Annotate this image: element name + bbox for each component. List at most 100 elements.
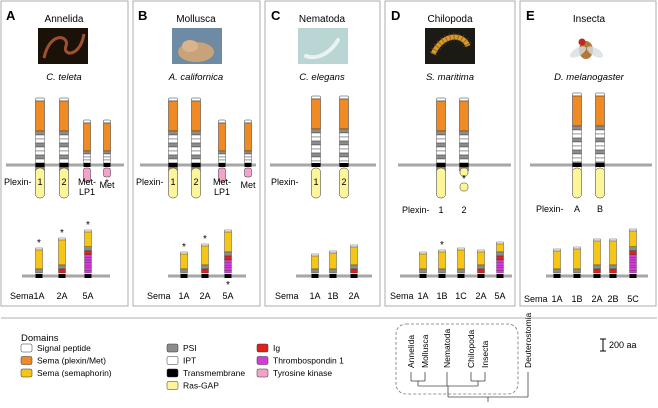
panel-d-plexin-labels: Plexin- 1 2 xyxy=(402,205,467,215)
plexin-label: 1 xyxy=(438,205,443,215)
ipt-domain xyxy=(572,133,582,139)
panel-a-taxon: Annelida xyxy=(45,14,84,25)
panel-e-taxon: Insecta xyxy=(573,14,606,25)
plexin-label: 1 xyxy=(170,177,175,187)
asterisk-marker: * xyxy=(86,220,90,231)
sema-label: 2A xyxy=(199,291,210,301)
psi-domain xyxy=(311,140,321,146)
panel-d: D Chilopoda S. maritima * Plexin- 1 2 * … xyxy=(390,8,512,301)
met-protein: * xyxy=(103,119,111,189)
sema-label: 1B xyxy=(571,294,582,304)
ipt-domain xyxy=(436,158,446,164)
panel-c-species: C. elegans xyxy=(299,72,345,83)
psi-domain xyxy=(59,154,69,160)
sema-semaphorin-domain xyxy=(553,250,561,270)
thrombospondin-domain xyxy=(84,267,92,271)
legend-label: Signal peptide xyxy=(37,343,91,353)
signal-peptide xyxy=(436,97,446,102)
psi-domain xyxy=(35,154,45,160)
psi-domain xyxy=(573,268,581,274)
fly-photo xyxy=(569,38,604,59)
sema-plexin-domain xyxy=(83,122,91,152)
transmembrane-domain xyxy=(572,163,582,167)
plexin-prefix-label: Plexin- xyxy=(136,177,164,187)
ipt-domain xyxy=(168,150,178,156)
ipt-domain xyxy=(35,158,45,164)
panel-e-letter: E xyxy=(526,8,535,23)
ipt-domain xyxy=(218,159,226,164)
panel-e: E Insecta D. melanogaster Plexin- A B Se… xyxy=(524,8,652,304)
sema-label: 1A xyxy=(309,291,320,301)
ras-gap-domain xyxy=(339,167,349,199)
panel-e-species: D. melanogaster xyxy=(554,72,625,83)
transmembrane-domain xyxy=(58,274,66,278)
legend-label: IPT xyxy=(183,356,196,366)
signal-peptide xyxy=(457,247,465,251)
transmembrane-domain xyxy=(573,274,581,278)
semaphorin-protein xyxy=(350,244,358,278)
psi-domain xyxy=(224,251,232,257)
sema-plexin-domain xyxy=(191,100,201,132)
legend-swatch xyxy=(20,368,33,378)
semaphorin-protein: * xyxy=(58,228,66,278)
ipt-domain xyxy=(436,146,446,152)
signal-peptide xyxy=(311,95,321,100)
transmembrane-domain xyxy=(191,163,201,167)
ipt-domain xyxy=(459,146,469,152)
legend-label: Sema (semaphorin) xyxy=(37,368,112,378)
panel-frames xyxy=(0,0,657,307)
plexin-label: 1 xyxy=(37,177,42,187)
thrombospondin-domain xyxy=(84,262,92,266)
transmembrane-domain xyxy=(609,274,617,278)
plexin-protein xyxy=(191,97,201,199)
ipt-domain xyxy=(244,159,252,164)
semaphorin-protein xyxy=(609,238,617,278)
ipt-domain xyxy=(459,158,469,164)
tree-taxon-label: Deuterostomia xyxy=(523,312,533,368)
legend-swatch xyxy=(166,381,179,390)
semaphorin-protein xyxy=(477,249,485,278)
plexin-prefix-label: Plexin- xyxy=(4,177,32,187)
sema-semaphorin-domain xyxy=(573,248,581,270)
ipt-domain xyxy=(572,129,582,135)
thrombospondin-domain xyxy=(496,259,504,263)
ipt-domain xyxy=(103,153,111,158)
legend-label: Ig xyxy=(273,343,280,353)
psi-domain xyxy=(572,125,582,131)
ipt-domain xyxy=(191,158,201,164)
ras-gap-domain xyxy=(168,167,178,199)
thrombospondin-domain xyxy=(629,262,637,266)
ipt-domain xyxy=(311,136,321,142)
sema-semaphorin-domain xyxy=(477,251,485,266)
signal-peptide xyxy=(329,250,337,254)
semaphorin-protein xyxy=(573,246,581,278)
sema-semaphorin-domain xyxy=(350,246,358,266)
thrombospondin-domain xyxy=(629,257,637,261)
ipt-domain xyxy=(191,134,201,140)
sema-label: 1C xyxy=(455,291,467,301)
legend-swatch xyxy=(20,356,33,365)
psi-domain xyxy=(339,128,349,134)
ras-gap-domain xyxy=(459,182,469,192)
transmembrane-domain xyxy=(595,163,605,167)
tree-taxon-label: Insecta xyxy=(480,340,490,368)
ipt-domain xyxy=(339,132,349,138)
ipt-domain xyxy=(339,144,349,150)
sema-semaphorin-domain xyxy=(35,249,43,270)
psi-domain xyxy=(436,130,446,136)
plexin-label: Met- xyxy=(78,177,96,187)
legend-label: Transmembrane xyxy=(183,368,245,378)
asterisk-marker: * xyxy=(440,240,444,251)
sema-label: 2A xyxy=(348,291,359,301)
panel-c-semaphorins xyxy=(296,244,372,278)
plexin-label: 2 xyxy=(193,177,198,187)
plexin-protein xyxy=(35,97,45,199)
signal-peptide xyxy=(572,92,582,97)
psi-domain xyxy=(311,128,321,134)
signal-peptide xyxy=(553,248,561,252)
psi-domain xyxy=(459,154,469,160)
ipt-domain xyxy=(459,150,469,156)
transmembrane-domain xyxy=(629,274,637,278)
psi-domain xyxy=(350,264,358,270)
signal-peptide xyxy=(595,92,605,97)
